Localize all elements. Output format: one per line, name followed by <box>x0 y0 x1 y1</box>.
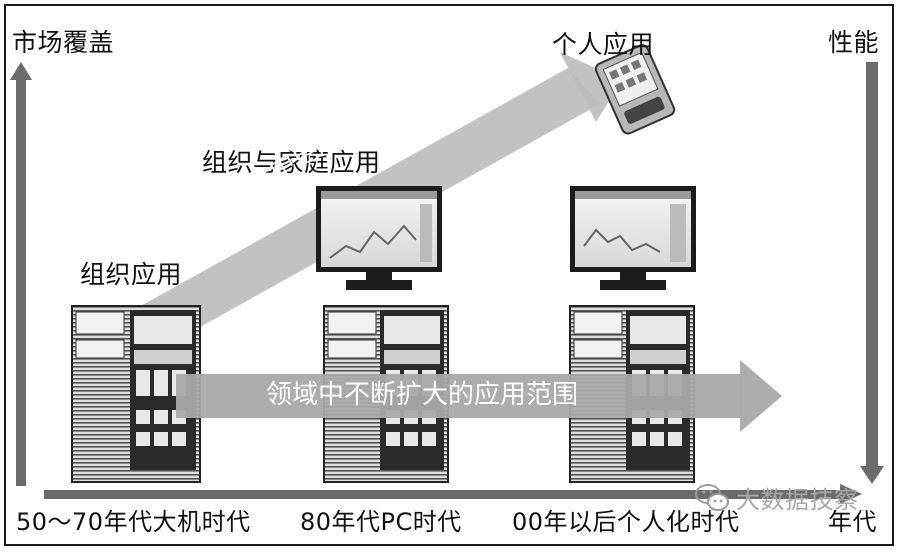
era-mainframe-label: 50～70年代大机时代 <box>16 508 251 536</box>
monitor-icon <box>316 186 442 290</box>
right-axis-label: 性能 <box>828 28 880 57</box>
left-axis-arrow <box>10 62 32 486</box>
diagram-frame <box>4 4 894 546</box>
monitor-icon <box>570 186 696 290</box>
personal-apps-label: 个人应用 <box>552 30 655 59</box>
left-axis-label: 市场覆盖 <box>12 28 115 57</box>
pda-device-icon <box>594 44 676 135</box>
right-axis-arrow <box>860 62 884 484</box>
horizontal-arrow-label: 领域中不断扩大的应用范围 <box>266 380 579 410</box>
horizontal-range-arrow <box>176 360 782 432</box>
wechat-logo-icon <box>695 484 729 511</box>
watermark-text: 大数据技察 <box>736 486 859 514</box>
era-pc-label: 80年代PC时代 <box>300 508 462 536</box>
org-home-apps-label: 组织与家庭应用 <box>202 148 381 177</box>
bottom-axis-label: 年代 <box>828 508 877 536</box>
era-personal-label: 00年以后个人化时代 <box>512 508 740 536</box>
org-apps-label: 组织应用 <box>80 260 183 289</box>
bottom-axis-arrow <box>44 484 862 504</box>
